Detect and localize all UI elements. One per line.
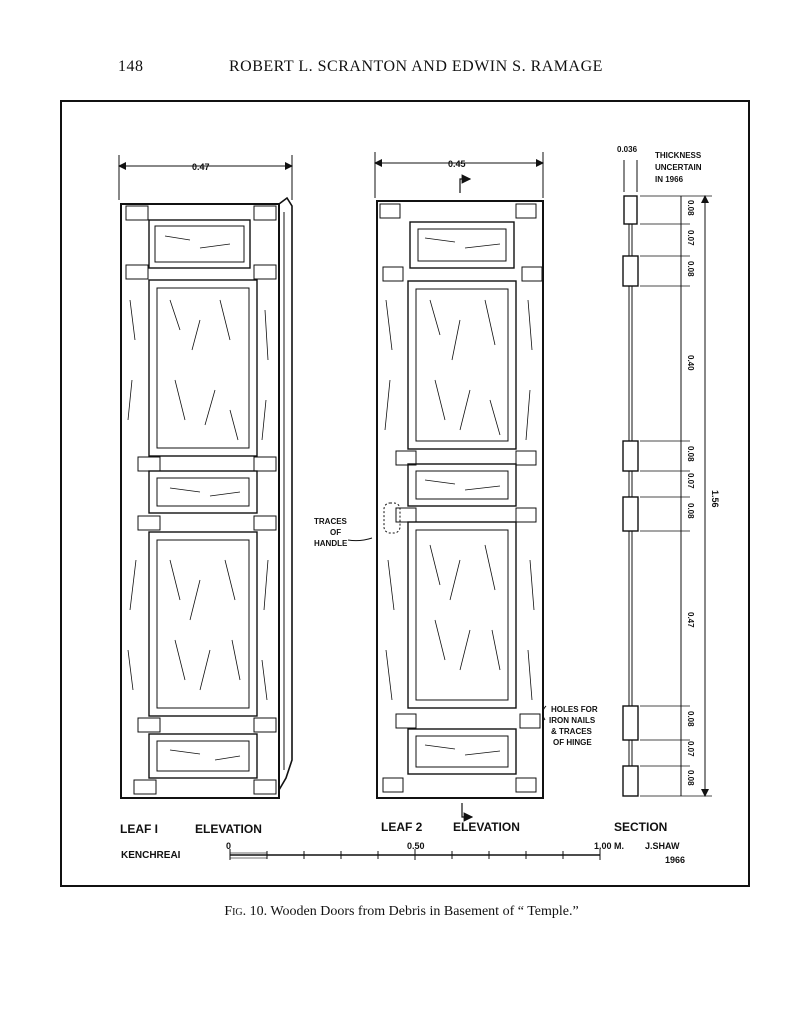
section-dim-top-rail: 0.08 — [686, 200, 695, 216]
section-dim-mid-rail-a: 0.08 — [686, 446, 695, 462]
note-handle-3: HANDLE — [314, 539, 348, 548]
section-dim-low-rail: 0.08 — [686, 711, 695, 727]
figure-frame — [60, 100, 750, 887]
drawing-year: 1966 — [665, 855, 685, 865]
section-dim-lower-big: 0.47 — [686, 612, 695, 628]
dim-label-thickness: 0.036 — [617, 145, 638, 154]
note-thickness-2: UNCERTAIN — [655, 163, 702, 172]
note-holes-2: IRON NAILS — [549, 716, 596, 725]
note-holes-1: HOLES FOR — [551, 705, 598, 714]
note-holes-4: OF HINGE — [553, 738, 592, 747]
section-dim-top-panel: 0.07 — [686, 230, 695, 246]
label-section: SECTION — [614, 820, 667, 834]
note-thickness-1: THICKNESS — [655, 151, 702, 160]
section-dim-bottom-rail: 0.08 — [686, 770, 695, 786]
section-dim-upper-rail: 0.08 — [686, 261, 695, 277]
scale-label-start: 0 — [226, 841, 231, 851]
label-leaf2-elevation: ELEVATION — [453, 820, 520, 834]
label-leaf1: LEAF I — [120, 822, 158, 836]
section-dim-bottom-panel: 0.07 — [686, 741, 695, 757]
scale-label-mid: 0.50 — [407, 841, 425, 851]
figure-caption: Fig. 10. Wooden Doors from Debris in Bas… — [0, 904, 803, 920]
note-handle-2: OF — [330, 528, 341, 537]
section-dim-mid-panel: 0.07 — [686, 473, 695, 489]
running-header-authors: ROBERT L. SCRANTON AND EDWIN S. RAMAGE — [229, 58, 603, 75]
note-holes-3: & TRACES — [551, 727, 593, 736]
leaf-1-elevation-drawing — [120, 196, 293, 799]
section-drawing — [622, 195, 712, 797]
leaf-2-elevation-drawing — [376, 200, 544, 799]
label-leaf2: LEAF 2 — [381, 820, 423, 834]
section-dim-overall: 1.56 — [710, 490, 720, 508]
dim-label-leaf2-width: 0.45 — [448, 159, 466, 169]
section-dim-upper-big: 0.40 — [686, 355, 695, 371]
figure-caption-text: Wooden Doors from Debris in Basement of … — [270, 904, 579, 919]
dim-label-leaf1-width: 0.47 — [192, 162, 210, 172]
note-thickness-3: IN 1966 — [655, 175, 684, 184]
site-name: KENCHREAI — [121, 850, 181, 861]
note-handle-1: TRACES — [314, 517, 348, 526]
draftsman-name: J.SHAW — [645, 841, 680, 851]
page-number: 148 — [118, 58, 144, 75]
label-leaf1-elevation: ELEVATION — [195, 822, 262, 836]
scale-label-end: 1.00 M. — [594, 841, 624, 851]
section-dim-mid-rail-b: 0.08 — [686, 503, 695, 519]
scale-bar — [229, 849, 601, 860]
figure-label: Fig. 10. — [224, 904, 268, 919]
